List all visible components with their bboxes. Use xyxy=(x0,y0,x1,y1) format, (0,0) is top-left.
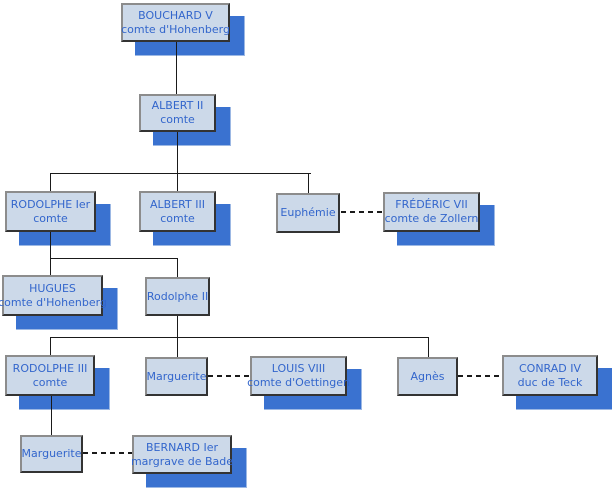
descent-connector-line xyxy=(50,258,178,259)
person-name: Marguerite xyxy=(21,447,82,460)
descent-connector-line xyxy=(308,173,309,194)
marriage-connector-line xyxy=(208,375,250,377)
person-title: duc de Teck xyxy=(517,375,583,389)
tree-node-euphemie[interactable]: Euphémie xyxy=(276,193,340,233)
descent-connector-line xyxy=(50,337,51,356)
person-title: comte xyxy=(33,211,68,225)
person-name: Rodolphe II xyxy=(146,289,209,303)
person-title: comte de Zollern xyxy=(384,212,479,225)
tree-node-marguerite[interactable]: Marguerite xyxy=(145,357,208,396)
person-name: RODOLPHE III xyxy=(12,361,88,375)
person-name: Marguerite xyxy=(146,369,207,383)
descent-connector-line xyxy=(177,173,178,192)
descent-connector-line xyxy=(428,337,429,358)
marriage-connector-line xyxy=(83,452,132,454)
tree-node-agnes[interactable]: Agnès xyxy=(397,357,458,396)
descent-connector-line xyxy=(50,173,51,192)
descent-connector-line xyxy=(50,337,429,338)
descent-connector-line xyxy=(177,258,178,278)
person-title: comte xyxy=(160,211,195,225)
person-name: HUGUES xyxy=(29,281,76,295)
descent-connector-line xyxy=(177,337,178,358)
person-name: FRÉDÉRIC VII xyxy=(395,198,468,211)
marriage-connector-line xyxy=(458,375,502,377)
person-title: comte d'Hohenberg xyxy=(0,295,107,309)
person-name: ALBERT III xyxy=(150,197,205,211)
descent-connector-line xyxy=(177,132,178,174)
person-title: comte d'Oettingen xyxy=(247,376,350,389)
tree-node-rodolphe-ii[interactable]: Rodolphe II xyxy=(145,277,210,316)
person-name: ALBERT II xyxy=(151,99,204,112)
person-title: margrave de Bade xyxy=(130,454,234,468)
marriage-connector-line xyxy=(341,211,383,213)
person-title: comte xyxy=(160,113,195,126)
person-name: Euphémie xyxy=(280,206,336,219)
descent-connector-line xyxy=(50,232,51,276)
person-name: LOUIS VIII xyxy=(271,362,326,375)
person-name: Agnès xyxy=(410,369,445,383)
person-title: comte xyxy=(32,375,68,389)
descent-connector-line xyxy=(51,396,52,436)
person-name: BERNARD Ier xyxy=(145,440,219,454)
tree-node-marguerite-bade[interactable]: Marguerite xyxy=(20,435,83,473)
person-name: RODOLPHE Ier xyxy=(10,197,91,211)
person-title: comte d'Hohenberg xyxy=(121,22,230,36)
person-name: CONRAD IV xyxy=(518,361,582,375)
descent-connector-line xyxy=(177,316,178,338)
descent-connector-line xyxy=(176,42,177,95)
person-name: BOUCHARD V xyxy=(138,8,213,22)
descent-connector-line xyxy=(50,173,311,174)
